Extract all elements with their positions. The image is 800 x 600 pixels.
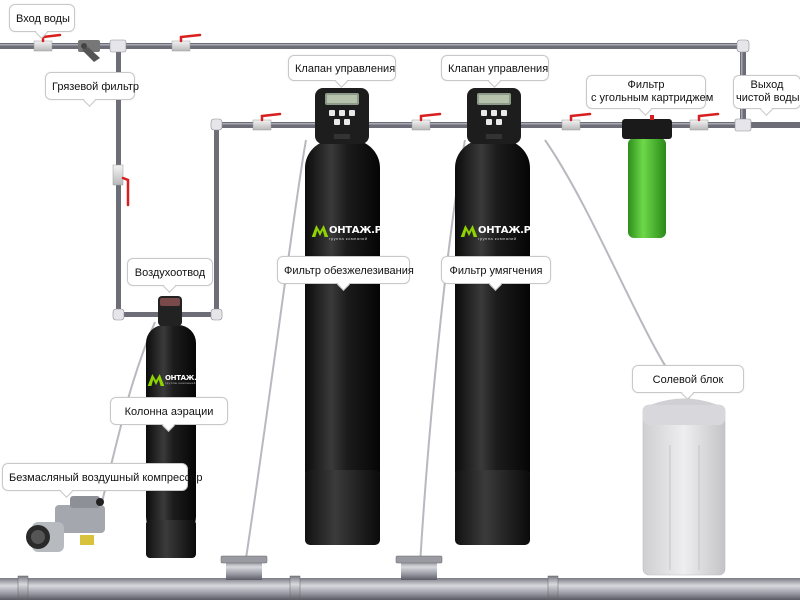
brand-logo: ОНТАЖ.РУС группа компаний <box>147 374 212 386</box>
ball-valve[interactable] <box>252 112 282 131</box>
label-text: Колонна аэрации <box>124 406 214 418</box>
label-control-valve-1: Клапан управления <box>288 55 396 81</box>
logo-subtitle: группа компаний <box>329 236 368 241</box>
logo-subtitle: группа компаний <box>478 236 517 241</box>
logo-brand-text: ОНТАЖ.РУС <box>165 374 212 382</box>
logo-m-icon <box>311 225 329 237</box>
label-text: Клапан управления <box>295 63 396 75</box>
sewer-drain-pipe <box>0 555 800 600</box>
carbon-cartridge-filter <box>622 115 672 238</box>
brand-logo: ОНТАЖ.РУС группа компаний <box>460 225 545 241</box>
iron-removal-tank <box>305 140 380 545</box>
label-brine-tank: Солевой блок <box>632 365 744 393</box>
label-clean-water-outlet: Выход чистой воды <box>733 75 800 109</box>
oil-free-compressor <box>26 496 105 552</box>
label-text: Воздухоотвод <box>134 267 206 279</box>
label-compressor: Безмасляный воздушный компрессор <box>2 463 202 491</box>
ball-valve[interactable] <box>561 112 592 131</box>
label-text: Солевой блок <box>652 374 724 386</box>
label-text: Выход <box>750 79 784 91</box>
logo-subtitle: группа компаний <box>165 381 196 385</box>
ball-valve[interactable] <box>112 164 130 207</box>
softening-tank <box>455 140 530 545</box>
label-text: Безмасляный воздушный компрессор <box>9 472 203 484</box>
ball-valve[interactable] <box>411 112 442 131</box>
logo-brand-text: ОНТАЖ.РУС <box>478 225 546 236</box>
brand-logo: ОНТАЖ.РУС группа компаний <box>311 225 396 241</box>
label-text: Грязевой фильтр <box>52 81 140 93</box>
label-carbon-filter: Фильтр с угольным картриджем <box>586 75 714 109</box>
label-softening-filter: Фильтр умягчения <box>441 256 551 284</box>
label-text: Фильтр умягчения <box>449 265 543 277</box>
label-text: чистой воды <box>736 92 800 104</box>
logo-m-icon <box>460 225 478 237</box>
pipe-fittings <box>109 39 752 321</box>
ball-valve[interactable] <box>171 33 202 52</box>
ball-valve[interactable] <box>689 112 720 131</box>
logo-brand-text: ОНТАЖ.РУС <box>329 225 397 236</box>
label-mud-filter: Грязевой фильтр <box>45 72 139 100</box>
label-text: Вход воды <box>16 13 70 25</box>
label-text: с угольным картриджем <box>591 92 714 104</box>
label-aeration-column: Колонна аэрации <box>110 397 228 425</box>
control-valve-head[interactable] <box>315 88 369 144</box>
control-valve-head[interactable] <box>467 88 521 144</box>
mud-filter-strainer <box>78 40 100 62</box>
label-text: Фильтр <box>627 79 665 91</box>
brine-tank <box>642 398 726 576</box>
label-iron-removal-filter: Фильтр обезжелезивания <box>277 256 414 284</box>
label-water-inlet: Вход воды <box>9 4 75 32</box>
label-text: Фильтр обезжелезивания <box>284 265 414 277</box>
label-text: Клапан управления <box>448 63 549 75</box>
logo-m-icon <box>147 374 165 386</box>
label-air-vent: Воздухоотвод <box>127 258 213 286</box>
label-control-valve-2: Клапан управления <box>441 55 549 81</box>
